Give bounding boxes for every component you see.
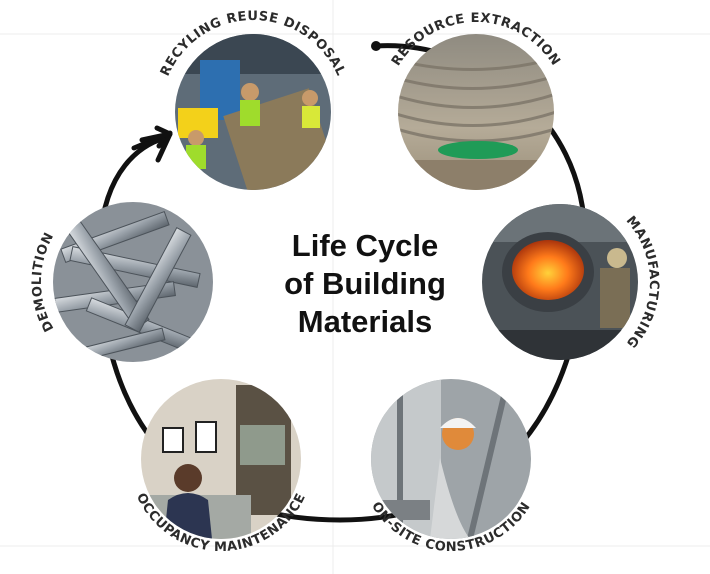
photo-on-site-construction (371, 379, 531, 539)
title-line-2: of Building (284, 266, 446, 301)
title-line-1: Life Cycle (291, 228, 439, 263)
photo-manufacturing (482, 204, 638, 360)
photo-demolition (53, 202, 213, 362)
photo-resource-extraction (398, 34, 554, 190)
photo-recycling (175, 34, 331, 190)
title-line-3: Materials (297, 304, 433, 339)
photo-occupancy-maintenance (141, 379, 301, 539)
cycle-start-dot (371, 41, 381, 51)
